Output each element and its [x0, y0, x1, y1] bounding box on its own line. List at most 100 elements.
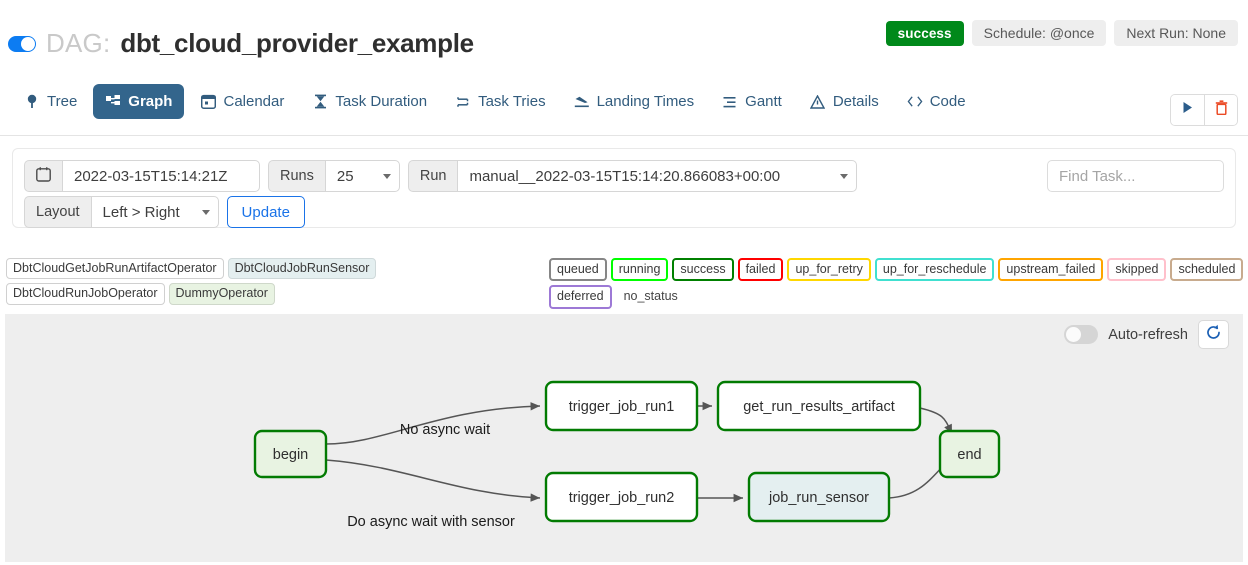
auto-refresh-label: Auto-refresh: [1108, 326, 1188, 343]
details-icon: [810, 94, 826, 110]
trigger-dag-button[interactable]: [1171, 95, 1204, 125]
controls-row-top: 2022-03-15T15:14:21Z Runs 25 Run manual_…: [24, 160, 858, 192]
status-legend-chip[interactable]: deferred: [549, 285, 612, 309]
chevron-down-icon: [840, 174, 849, 179]
graph-node-end[interactable]: end: [938, 429, 1001, 479]
toggle-knob: [21, 36, 35, 51]
landing-icon: [574, 94, 590, 110]
graph-node-trigger_job_run2[interactable]: trigger_job_run2: [544, 471, 699, 523]
status-legend-chip[interactable]: up_for_retry: [787, 258, 871, 282]
status-legend-chip[interactable]: skipped: [1107, 258, 1167, 282]
dag-view-tabs: Tree Graph: [0, 78, 1248, 136]
refresh-icon: [1205, 324, 1222, 346]
graph-edges: [325, 401, 953, 503]
base-date-input[interactable]: 2022-03-15T15:14:21Z: [62, 160, 260, 192]
schedule-badge: Schedule: @once: [971, 20, 1107, 46]
edge-begin-to-trigger2: [325, 459, 541, 502]
operator-legend-chip[interactable]: DbtCloudJobRunSensor: [227, 258, 377, 280]
page-header: DAG: dbt_cloud_provider_example success …: [0, 0, 1248, 72]
run-group: Run manual__2022-03-15T15:14:20.866083+0…: [407, 160, 858, 192]
chevron-down-icon: [201, 210, 210, 215]
tab-calendar[interactable]: Calendar: [188, 84, 296, 119]
tab-label: Graph: [128, 93, 173, 110]
dag-prefix-label: DAG:: [46, 28, 111, 58]
hourglass-icon: [312, 94, 328, 110]
status-legend-chip[interactable]: running: [610, 258, 669, 282]
status-badge: success: [885, 20, 964, 46]
graph-icon: [105, 94, 121, 110]
graph-node-begin[interactable]: begin: [253, 429, 328, 479]
status-legend-chip[interactable]: failed: [737, 258, 784, 282]
status-legend-chip[interactable]: upstream_failed: [998, 258, 1104, 282]
operator-legend-chip[interactable]: DbtCloudGetJobRunArtifactOperator: [6, 258, 224, 280]
tab-details[interactable]: Details: [798, 84, 891, 119]
auto-refresh-toggle[interactable]: [1064, 325, 1099, 344]
tab-gantt[interactable]: Gantt: [710, 84, 794, 119]
graph-node-job_run_sensor[interactable]: job_run_sensor: [747, 471, 891, 523]
status-legend-chip[interactable]: up_for_reschedule: [874, 258, 995, 282]
tab-label: Calendar: [223, 93, 285, 110]
graph-edge-labels: No async wait Do async wait with sensor: [347, 422, 515, 530]
tab-tree[interactable]: Tree: [12, 84, 89, 119]
operator-legend-chip[interactable]: DummyOperator: [168, 283, 275, 305]
tab-landing-times[interactable]: Landing Times: [562, 84, 707, 119]
no-status-label: no_status: [623, 289, 678, 304]
status-legend-chip[interactable]: success: [672, 258, 734, 282]
graph-node-trigger_job_run1[interactable]: trigger_job_run1: [544, 380, 699, 432]
tab-task-tries[interactable]: Task Tries: [443, 84, 558, 119]
dag-title: DAG: dbt_cloud_provider_example: [8, 28, 474, 59]
tab-label: Task Tries: [478, 93, 546, 110]
graph-node-get_run_results_artifact[interactable]: get_run_results_artifact: [716, 380, 922, 432]
dag-graph-svg: begin trigger_job_run1 get_run_results_art…: [253, 380, 1001, 530]
play-icon: [1181, 101, 1194, 119]
date-addon: [24, 160, 62, 192]
delete-dag-button[interactable]: [1204, 95, 1237, 125]
tree-icon: [24, 94, 40, 110]
layout-value: Left > Right: [102, 203, 180, 221]
chevron-down-icon: [382, 174, 391, 179]
trash-icon: [1215, 100, 1228, 120]
page-title: dbt_cloud_provider_example: [120, 28, 474, 58]
base-date-group: 2022-03-15T15:14:21Z: [24, 160, 260, 192]
status-legend-chip[interactable]: scheduled: [1170, 258, 1244, 282]
layout-label: Layout: [24, 196, 91, 228]
graph-canvas[interactable]: Auto-refresh: [5, 314, 1243, 562]
dag-pause-toggle[interactable]: [8, 35, 36, 52]
graph-edge-label: Do async wait with sensor: [347, 514, 515, 530]
tab-graph[interactable]: Graph: [93, 84, 185, 119]
runs-select[interactable]: 25: [324, 160, 400, 192]
tab-label: Landing Times: [596, 93, 695, 110]
tab-list: Tree Graph: [12, 84, 978, 119]
graph-nodes: begin trigger_job_run1 get_run_results_art…: [253, 380, 1001, 523]
run-label: Run: [407, 160, 458, 192]
layout-select[interactable]: Left > Right: [90, 196, 219, 228]
tab-label: Task Duration: [335, 93, 428, 110]
operator-legend-chip[interactable]: DbtCloudRunJobOperator: [6, 283, 165, 305]
edge-begin-to-trigger1: [325, 402, 541, 445]
run-select[interactable]: manual__2022-03-15T15:14:20.866083+00:00: [457, 160, 858, 192]
next-run-badge: Next Run: None: [1114, 20, 1238, 46]
calendar-icon: [36, 166, 51, 186]
runs-group: Runs 25: [268, 160, 400, 192]
tab-code[interactable]: Code: [895, 84, 978, 119]
run-value: manual__2022-03-15T15:14:20.866083+00:00: [469, 167, 781, 185]
tab-label: Details: [832, 93, 879, 110]
search-input[interactable]: Find Task...: [1047, 160, 1224, 192]
retry-icon: [455, 94, 471, 110]
toggle-knob: [1066, 327, 1082, 342]
tab-label: Code: [929, 93, 966, 110]
header-badges: success Schedule: @once Next Run: None: [885, 20, 1238, 46]
tab-task-duration[interactable]: Task Duration: [300, 84, 439, 119]
runs-label: Runs: [268, 160, 325, 192]
graph-node-label: begin: [273, 447, 308, 463]
graph-node-label: get_run_results_artifact: [743, 399, 895, 415]
update-button[interactable]: Update: [226, 196, 305, 228]
graph-edge-label: No async wait: [400, 422, 490, 438]
gantt-icon: [722, 94, 738, 110]
graph-node-label: trigger_job_run2: [569, 490, 675, 506]
status-legend-chip[interactable]: queued: [549, 258, 607, 282]
refresh-button[interactable]: [1198, 320, 1229, 349]
